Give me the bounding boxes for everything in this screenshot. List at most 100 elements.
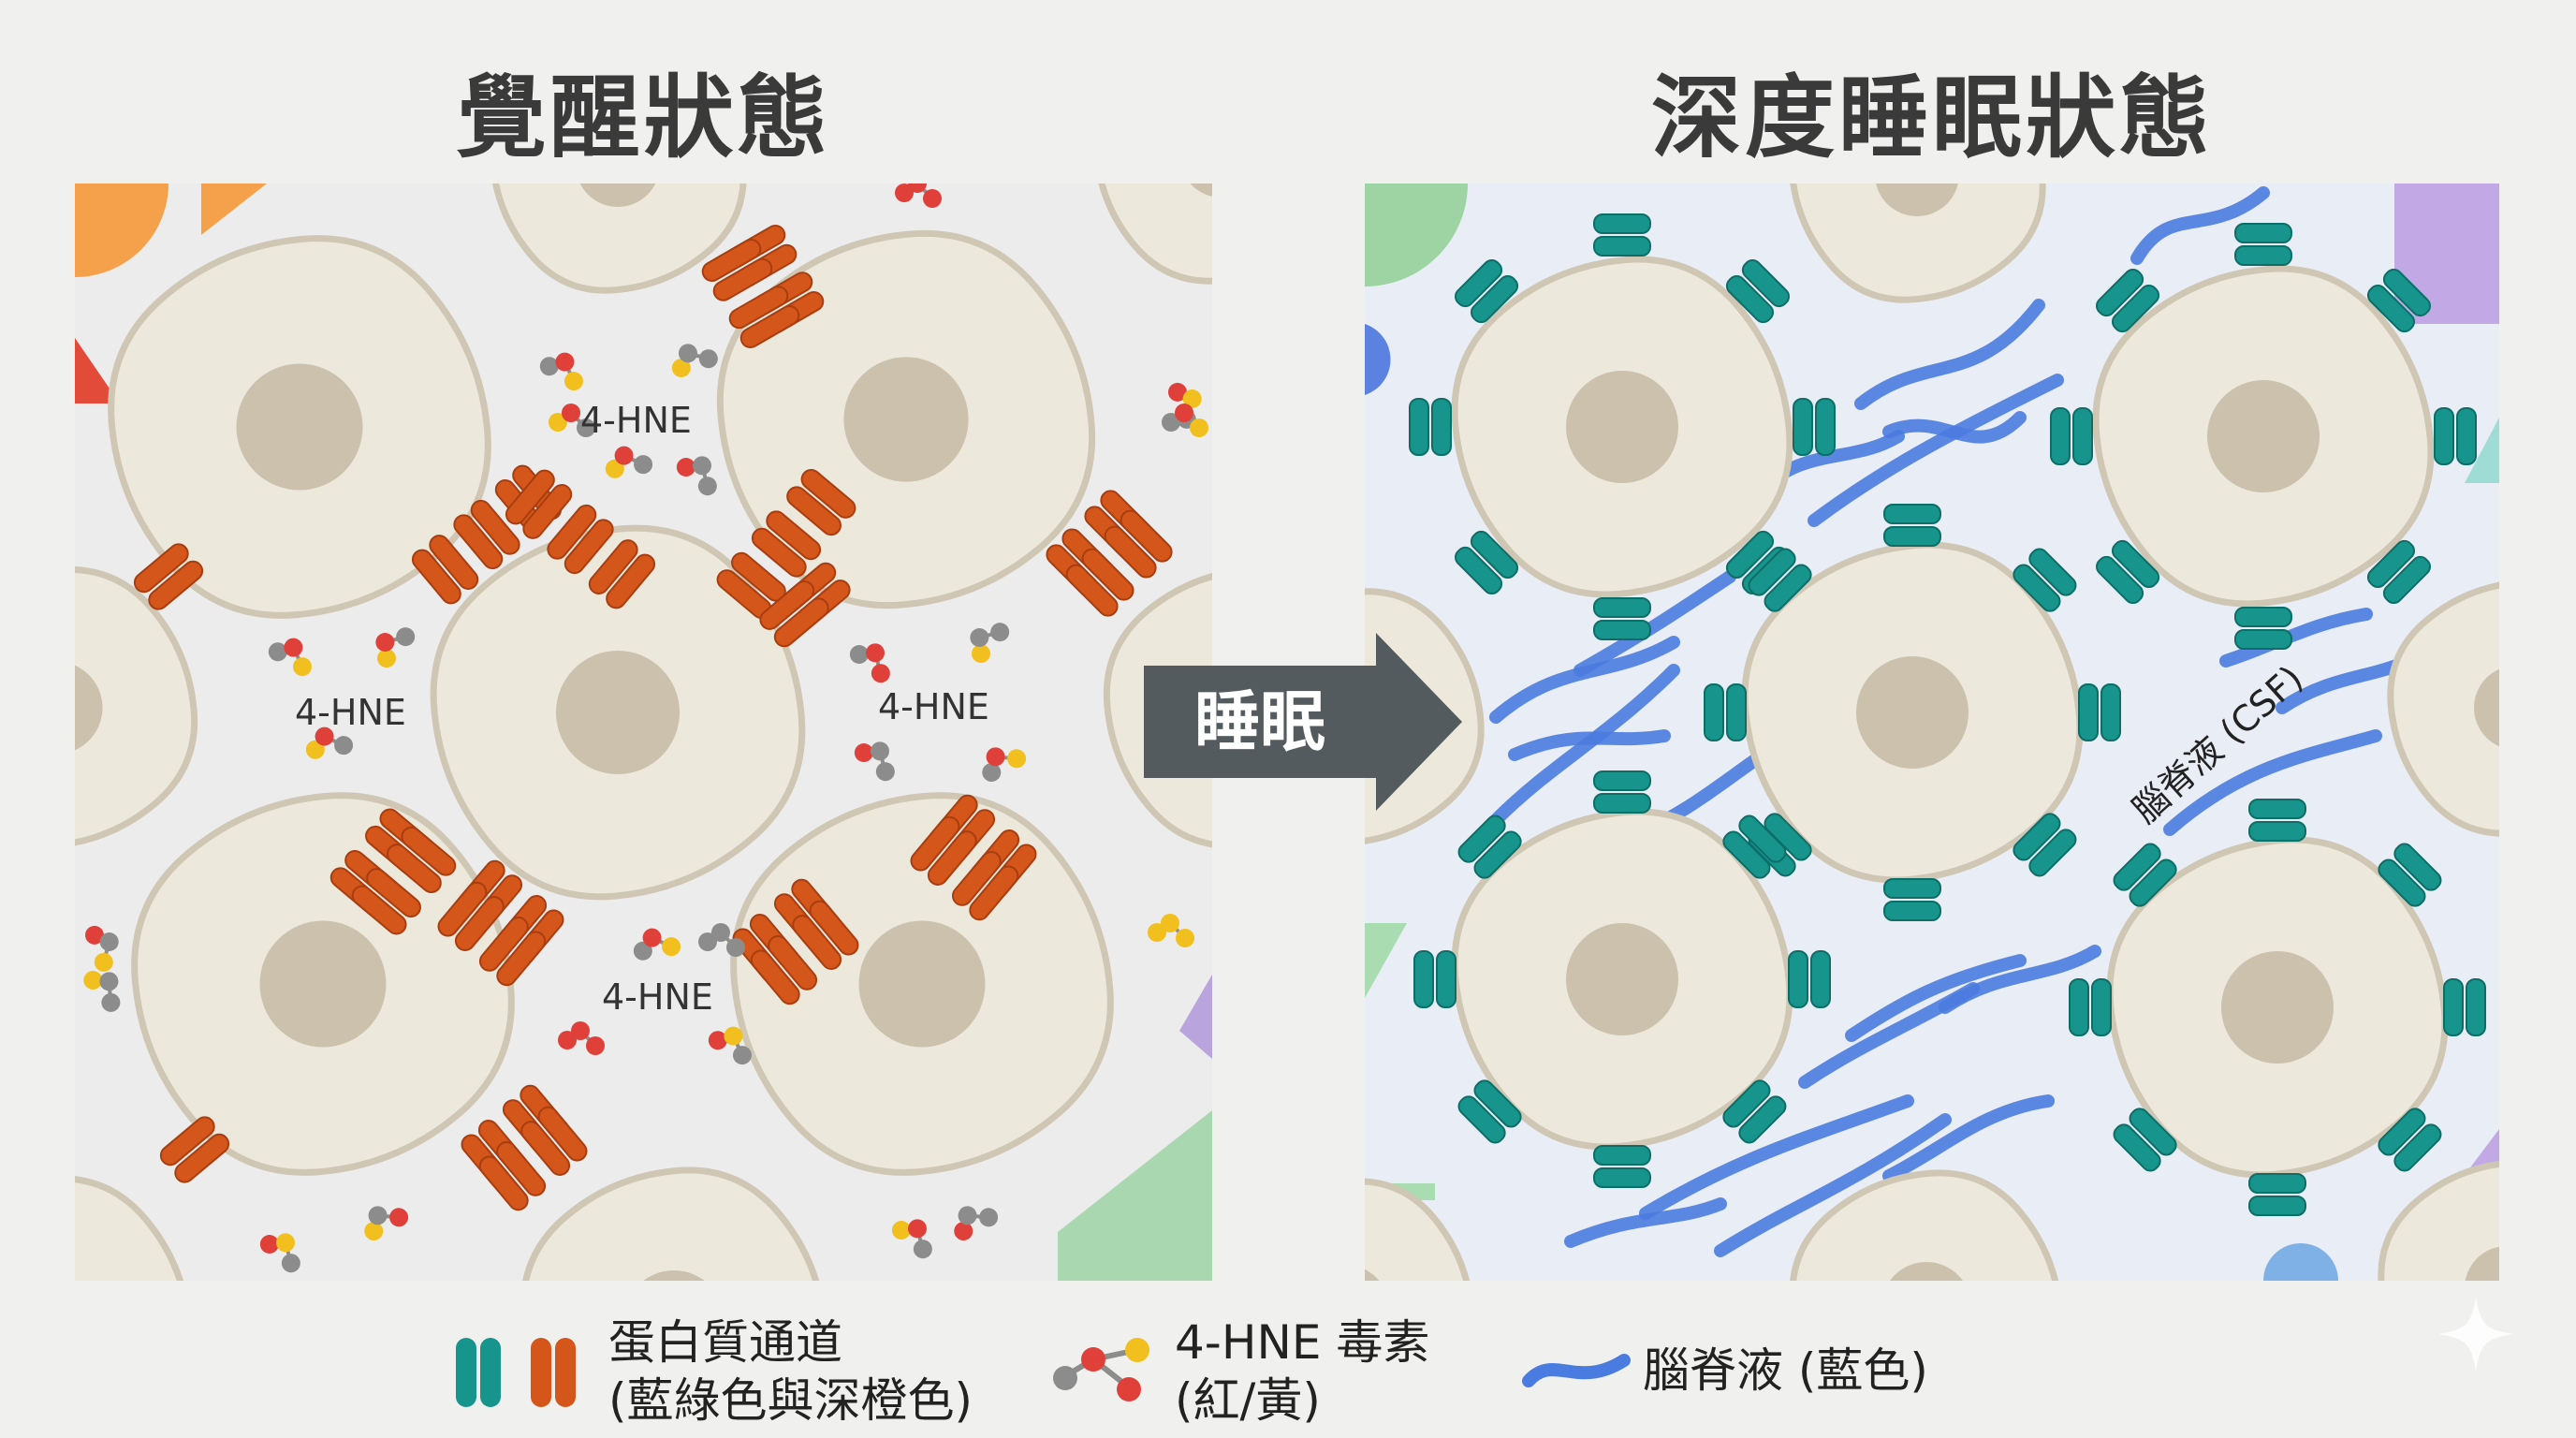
toxin-atom xyxy=(849,645,869,664)
sparkle-icon xyxy=(2438,1297,2513,1372)
channel-subunit xyxy=(1473,830,1522,879)
channel-subunit xyxy=(773,597,829,648)
channel-subunit xyxy=(800,468,856,519)
channel-subunit xyxy=(1815,398,1836,456)
toxin-atom xyxy=(99,932,119,951)
channel-subunit xyxy=(1593,213,1651,234)
toxin-atom xyxy=(982,762,1002,782)
channel-subunit xyxy=(1104,525,1157,579)
channel-subunit xyxy=(1788,950,1808,1008)
channel-subunit xyxy=(2434,407,2454,465)
channel-legend-icon xyxy=(456,1338,576,1407)
channel-subunit xyxy=(470,499,520,555)
csf-stream xyxy=(2163,729,2382,836)
toxin-atom xyxy=(614,446,634,465)
csf-stream xyxy=(1808,374,2064,527)
channel-subunit xyxy=(2113,843,2161,891)
toxin-atom xyxy=(1176,929,1194,947)
protein-channel xyxy=(1409,398,1452,456)
cell xyxy=(1098,183,1212,285)
legend: 蛋白質通道 (藍綠色與深橙色) 4-HNE 毒素 (紅/黃) 腦脊液 (藍色) xyxy=(0,1306,2576,1438)
channel-subunit xyxy=(1725,274,1775,324)
toxin-atom xyxy=(726,938,745,957)
channel-subunit xyxy=(1593,236,1651,257)
channel-subunit xyxy=(1741,259,1790,308)
channel-subunit xyxy=(1593,1145,1651,1166)
toxin-atom xyxy=(854,743,873,762)
arrow-label: 睡眠 xyxy=(1194,683,1325,760)
toxin-atom xyxy=(99,972,119,991)
channel-subunit xyxy=(2378,1108,2426,1156)
toxin-atom xyxy=(1182,389,1202,408)
channel-subunit xyxy=(2078,683,2099,741)
channel-subunit xyxy=(2234,223,2292,243)
toxin-molecule xyxy=(1148,914,1194,947)
cell-nucleus xyxy=(858,920,986,1048)
channel-subunit xyxy=(2248,821,2306,842)
csf-stream xyxy=(1489,636,1680,724)
cell-nucleus xyxy=(1190,183,1212,197)
toxin-atom xyxy=(555,352,575,372)
channel-subunit xyxy=(1593,770,1651,791)
toxin-molecule xyxy=(305,726,354,759)
cell xyxy=(75,1176,184,1281)
protein-channel-cluster xyxy=(159,1116,230,1183)
toxin-molecule xyxy=(268,638,312,677)
channel-subunit xyxy=(159,1116,215,1167)
channel-subunit xyxy=(2096,555,2144,604)
protein-channel xyxy=(2378,1108,2442,1172)
channel-subunit xyxy=(606,553,656,609)
toxin-molecule xyxy=(671,344,718,377)
toxin-atom xyxy=(954,1221,973,1240)
channel-subunit xyxy=(174,1133,230,1183)
channel-subunit xyxy=(1081,548,1134,601)
channel-subunit xyxy=(927,830,977,886)
channel-subunit xyxy=(1883,504,1941,524)
channel-group xyxy=(133,224,1173,1211)
toxin-atom xyxy=(605,459,624,478)
channel-subunit xyxy=(478,1155,529,1211)
toxin-atom xyxy=(83,971,103,990)
cell-nucleus xyxy=(843,357,969,482)
toxin-molecule xyxy=(849,643,890,683)
csf-group xyxy=(1489,186,2429,1257)
toxin-atom xyxy=(671,359,691,377)
cell-group xyxy=(1365,183,2499,1281)
channel-subunit xyxy=(750,949,800,1005)
channel-subunit xyxy=(1457,1095,1506,1144)
channel-subunit xyxy=(969,865,1019,921)
toxin-atom xyxy=(708,1031,727,1050)
cell-group xyxy=(75,183,1212,1281)
channel-subunit xyxy=(351,885,407,935)
channel-subunit xyxy=(2456,407,2477,465)
toxin-atom xyxy=(634,455,653,475)
csf-stream xyxy=(2219,608,2373,668)
protein-channel xyxy=(2366,269,2431,333)
protein-channel xyxy=(2012,548,2077,612)
channel-subunit xyxy=(1593,597,1651,618)
channel-subunit xyxy=(2111,539,2160,589)
channel-subunit xyxy=(1793,398,1813,456)
toxin-atom xyxy=(315,726,334,746)
channel-subunit xyxy=(2072,407,2093,465)
protein-channel-cluster xyxy=(701,224,825,349)
cell-nucleus xyxy=(1856,656,1969,769)
channel-subunit xyxy=(148,560,204,610)
toxin-molecule xyxy=(698,923,745,957)
channel-subunit xyxy=(1409,398,1429,456)
toxin-atom xyxy=(259,1235,279,1254)
protein-channel xyxy=(1593,1145,1651,1188)
channel-subunit xyxy=(1726,683,1747,741)
channel-subunit xyxy=(1120,509,1173,563)
toxin-atom xyxy=(923,189,942,208)
channel-subunit xyxy=(505,469,555,525)
channel-subunit xyxy=(478,917,529,972)
toxin-atom xyxy=(979,1208,999,1227)
toxin-atom xyxy=(284,638,303,657)
protein-channel xyxy=(2050,407,2093,465)
legend-csf-label: 腦脊液 (藍色) xyxy=(1643,1343,1928,1398)
protein-channel xyxy=(2434,407,2477,465)
channel-subunit xyxy=(1065,564,1119,617)
toxin-atom xyxy=(662,937,681,957)
channel-subunit xyxy=(1593,620,1651,640)
